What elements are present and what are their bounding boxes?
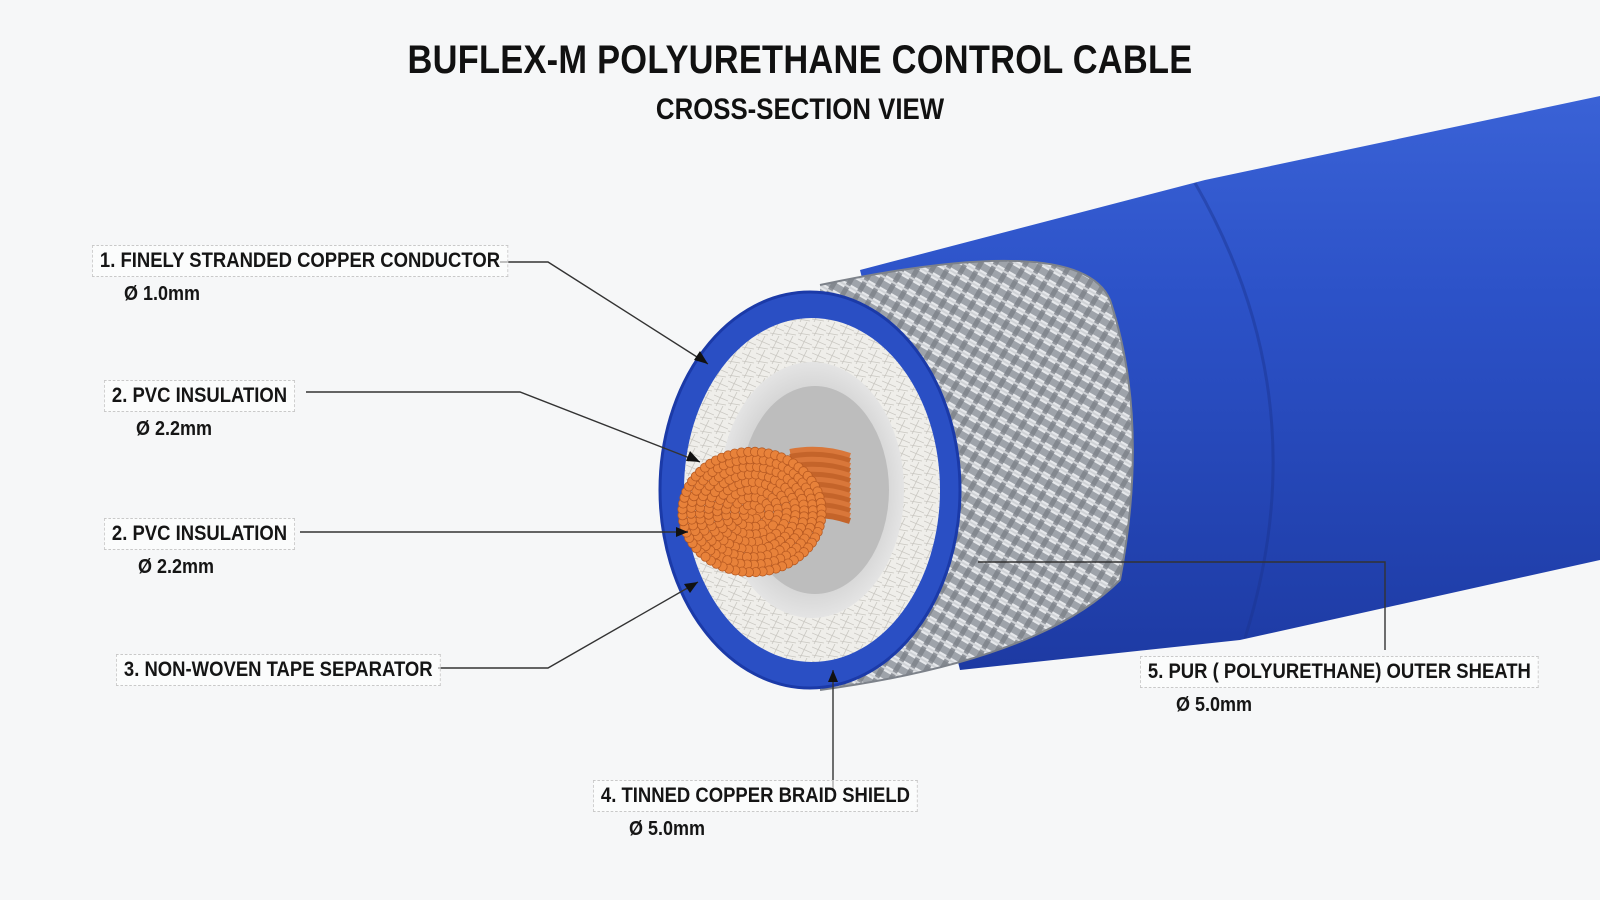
leader-1 [500,261,709,365]
label-insulation-b-text: 2. PVC INSULATION [104,518,296,550]
leader-4 [438,581,699,669]
label-conductor-diameter: Ø 1.0mm [124,283,201,305]
label-outer-sheath-text: 5. PUR ( POLYURETHANE) OUTER SHEATH [1140,656,1539,688]
leader-2 [306,391,701,463]
label-tape-separator-text: 3. NON-WOVEN TAPE SEPARATOR [116,654,441,686]
label-outer-sheath: 5. PUR ( POLYURETHANE) OUTER SHEATH Ø 5.… [1140,656,1593,717]
label-braid-shield-text: 4. TINNED COPPER BRAID SHIELD [593,780,918,812]
page-title: BUFLEX-M POLYURETHANE CONTROL CABLE [407,38,1193,82]
label-insulation-a: 2. PVC INSULATION Ø 2.2mm [104,380,321,441]
page-subtitle: CROSS-SECTION VIEW [655,93,945,126]
label-conductor: 1. FINELY STRANDED COPPER CONDUCTOR Ø 1.… [92,245,565,306]
leader-6 [978,561,1386,650]
leader-lines [300,261,1386,790]
label-conductor-text: 1. FINELY STRANDED COPPER CONDUCTOR [92,245,508,277]
copper-strand-end [700,551,711,562]
leader-arrowheads [676,351,838,682]
label-tape-separator: 3. NON-WOVEN TAPE SEPARATOR [116,654,485,686]
sheath-step-edge [1193,182,1275,639]
label-braid-shield: 4. TINNED COPPER BRAID SHIELD Ø 5.0mm [593,780,962,841]
copper-strand-twist [789,451,851,464]
label-insulation-a-diameter: Ø 2.2mm [136,418,213,440]
label-braid-shield-diameter: Ø 5.0mm [629,818,706,840]
copper-strand-twist [789,446,851,459]
label-insulation-b-diameter: Ø 2.2mm [138,556,215,578]
label-insulation-a-text: 2. PVC INSULATION [104,380,296,412]
label-outer-sheath-diameter: Ø 5.0mm [1176,694,1253,716]
copper-conductor-strands [677,446,851,578]
label-insulation-b: 2. PVC INSULATION Ø 2.2mm [104,518,321,579]
